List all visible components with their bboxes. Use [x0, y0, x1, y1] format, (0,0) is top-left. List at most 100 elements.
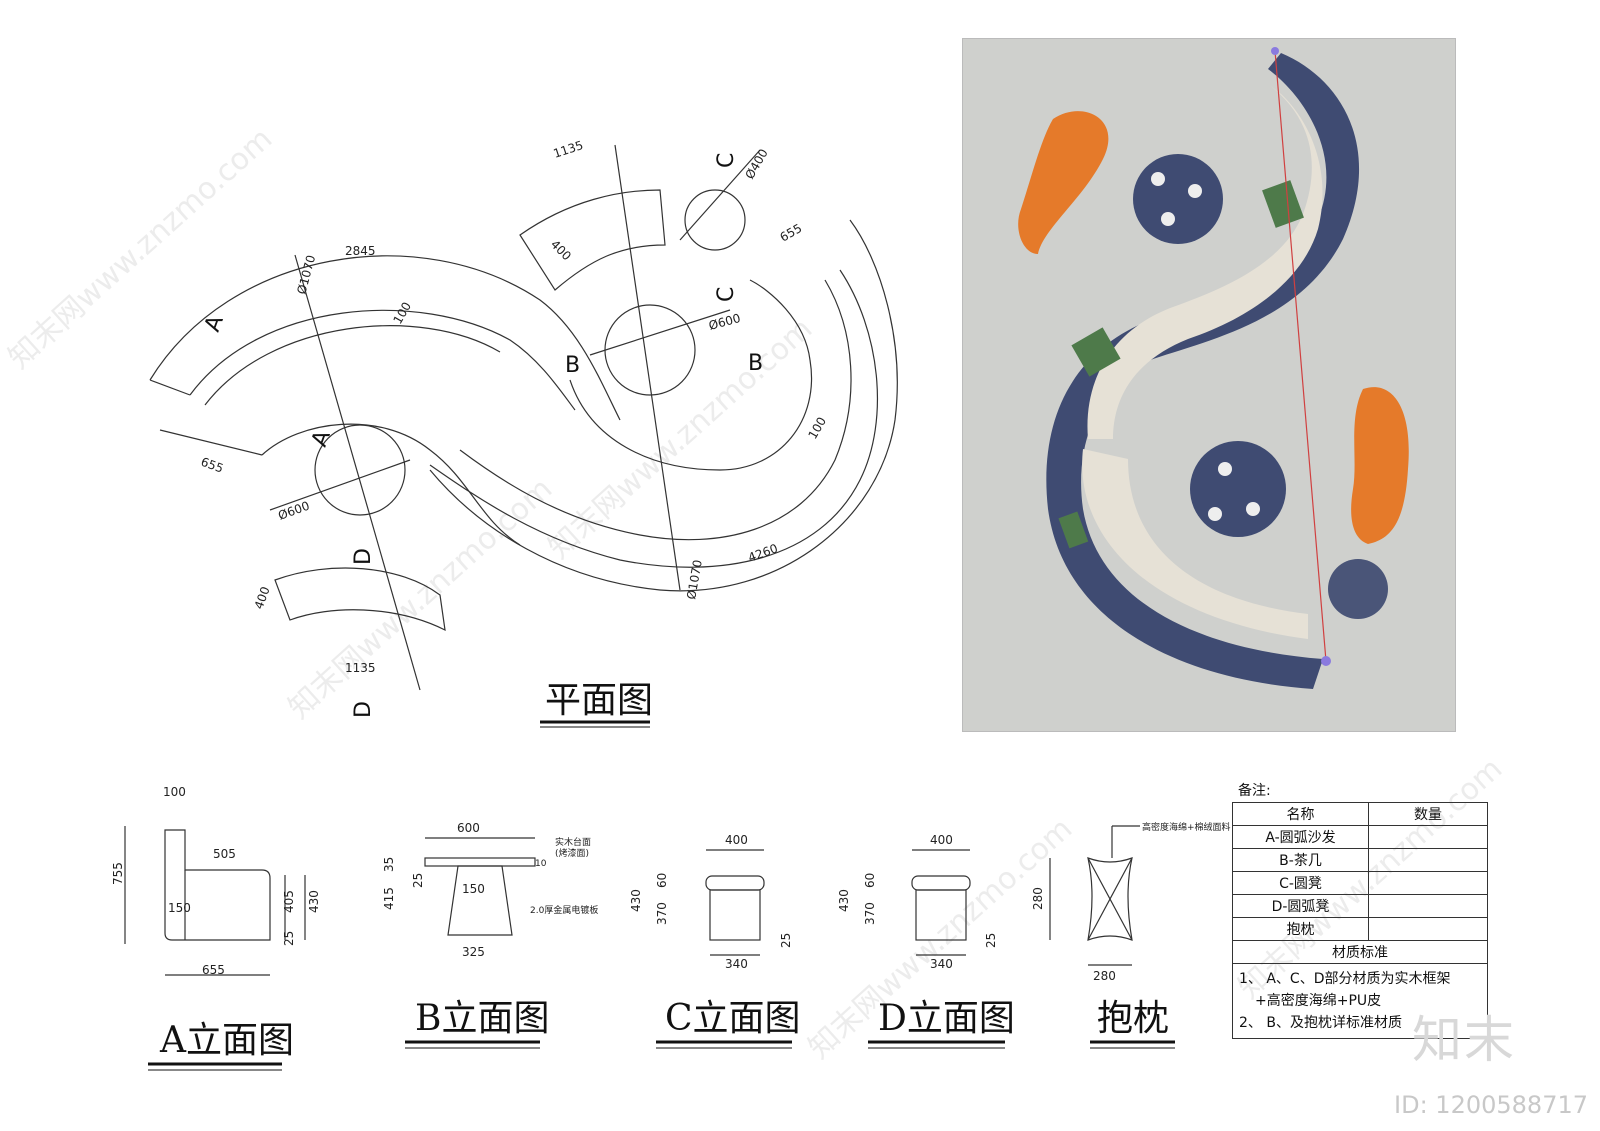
elev-c-370: 370 [655, 902, 669, 925]
cup-6 [1208, 507, 1222, 521]
elevation-c [705, 849, 765, 956]
stool-d-outline [274, 567, 446, 632]
coffee-table-1 [1133, 154, 1223, 244]
table-circle-a [314, 424, 406, 516]
elev-a-100: 100 [163, 785, 186, 799]
row-name: 抱枕 [1232, 917, 1369, 941]
sofa-d-curve2 [459, 279, 852, 541]
elev-b-base [447, 865, 513, 936]
table-row: D-圆弧凳 [1232, 894, 1488, 918]
row-qty [1368, 917, 1488, 941]
section-markers: A A B B C C D D [200, 153, 763, 718]
elev-b-top [424, 857, 536, 867]
pillow-280w: 280 [1093, 969, 1116, 983]
plan-view [149, 144, 898, 691]
section-b2: B [748, 351, 763, 376]
elev-c-body [709, 889, 761, 941]
col-qty: 数量 [1368, 802, 1488, 826]
stool-top-outline [519, 189, 666, 291]
coffee-table-2 [1190, 441, 1286, 537]
pillow-title: 抱枕 [1097, 998, 1169, 1039]
material-heading-row: 材质标准 [1232, 940, 1488, 964]
table-row: A-圆弧沙发 [1232, 825, 1488, 849]
elev-b-note3: 2.0厚金属电镀板 [530, 904, 598, 916]
section-b1: B [565, 353, 580, 378]
section-c2: C [714, 287, 739, 302]
elev-b-title: B立面图 [415, 998, 549, 1039]
pillow-note: 高密度海绵+棉绒面料 [1142, 821, 1231, 833]
row-name: D-圆弧凳 [1232, 894, 1369, 918]
sofa-seat-cream-2 [1082, 449, 1308, 639]
elev-b-150: 150 [462, 882, 485, 896]
sofa-a-outline [149, 255, 621, 421]
elev-d-400: 400 [930, 833, 953, 847]
elev-a-body [164, 829, 271, 941]
dim-400-bottom: 400 [252, 585, 273, 611]
green-pillow-2 [1071, 327, 1121, 377]
elev-d-title: D立面图 [878, 998, 1015, 1039]
outer-big-arc [429, 219, 898, 592]
row-name: C-圆凳 [1232, 871, 1369, 895]
notes-panel: 备注: 名称 数量 A-圆弧沙发 B-茶几 C-圆凳 D-圆弧凳 抱枕 材质标准… [1232, 780, 1488, 1039]
table-row: 抱枕 [1232, 917, 1488, 941]
cup-4 [1218, 462, 1232, 476]
dim-1135-top: 1135 [552, 138, 585, 161]
elev-c-60: 60 [655, 873, 669, 888]
dim-1135-bottom: 1135 [345, 661, 376, 675]
material-line-1: 1、 A、C、D部分材质为实木框架 [1239, 971, 1451, 987]
table-row: B-茶几 [1232, 848, 1488, 872]
row-qty [1368, 871, 1488, 895]
dim-2845: 2845 [345, 244, 376, 258]
dim-100-b: 100 [805, 415, 829, 442]
section-c1: C [714, 153, 739, 168]
elev-c-25: 25 [779, 933, 793, 948]
table-row: C-圆凳 [1232, 871, 1488, 895]
elev-a-150: 150 [168, 901, 191, 915]
elev-d-370: 370 [863, 902, 877, 925]
row-qty [1368, 825, 1488, 849]
cup-1 [1151, 172, 1165, 186]
elev-a-405: 405 [282, 890, 296, 913]
elevation-d-labels: 400 430 60 370 25 340 [837, 833, 998, 971]
elev-c-seat [705, 875, 765, 891]
elev-b-10: 10 [535, 859, 547, 869]
elev-c-400: 400 [725, 833, 748, 847]
material-heading: 材质标准 [1232, 940, 1488, 964]
elev-c-430: 430 [629, 889, 643, 912]
row-name: A-圆弧沙发 [1232, 825, 1369, 849]
section-a2: A [307, 427, 336, 450]
dim-100-a: 100 [390, 300, 414, 327]
sofa-d-curve [429, 269, 879, 568]
pillow-labels: 高密度海绵+棉绒面料 280 280 [1031, 821, 1231, 983]
elev-b-600: 600 [457, 821, 480, 835]
cup-3 [1161, 212, 1175, 226]
elev-a-title: A立面图 [159, 1020, 294, 1061]
elev-b-35: 35 [382, 857, 396, 872]
cup-5 [1246, 502, 1260, 516]
elev-d-seat [911, 875, 971, 891]
dim-1070-top: Ø1070 [294, 254, 318, 296]
id-label: ID: 1200588717 [1394, 1091, 1588, 1119]
centerline-1 [294, 254, 421, 691]
elev-b-note1: 实木台面 [555, 836, 591, 848]
inner-circle-arc [569, 279, 812, 471]
dim-600-a: Ø600 [276, 499, 311, 523]
elev-b-325: 325 [462, 945, 485, 959]
brand-logo: 知末 [1412, 1011, 1516, 1069]
elev-b-415: 415 [382, 887, 396, 910]
orange-stool-2 [1351, 387, 1409, 544]
centerline-3 [269, 459, 411, 511]
pillow-drawing [1049, 825, 1140, 966]
render-illustration [1018, 47, 1409, 689]
section-d2: D [351, 701, 376, 718]
row-qty [1368, 894, 1488, 918]
orange-stool-1 [1018, 111, 1109, 254]
elev-c-340: 340 [725, 957, 748, 971]
green-pillow-1 [1262, 180, 1304, 228]
row-qty [1368, 848, 1488, 872]
section-a1: A [200, 312, 229, 335]
material-line-2: 2、 B、及抱枕详标准材质 [1239, 1015, 1402, 1031]
cup-2 [1188, 184, 1202, 198]
elev-d-60: 60 [863, 873, 877, 888]
elev-a-505: 505 [213, 847, 236, 861]
